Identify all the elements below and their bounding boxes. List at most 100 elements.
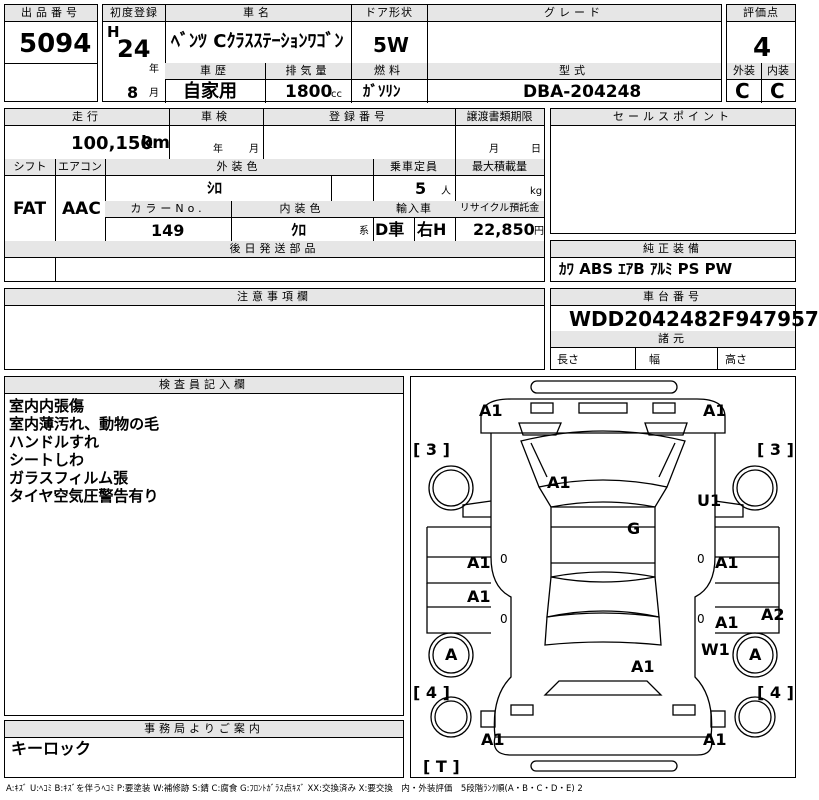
spec-height-label: 高さ xyxy=(725,353,747,366)
inspector-note: 室内内張傷 xyxy=(9,397,85,415)
damage-front-right-door: A1 xyxy=(715,553,739,572)
first-reg-year-unit: 年 xyxy=(149,64,159,75)
first-reg-era: H xyxy=(107,23,120,41)
import-label: 輸入車 xyxy=(373,201,455,218)
equipment-label: 純正装備 xyxy=(551,241,795,258)
caution-label: 注意事項欄 xyxy=(5,289,544,306)
mark-front-left-door: 0 xyxy=(500,552,508,566)
aircon-value: AAC xyxy=(62,199,101,219)
score-label: 評価点 xyxy=(727,5,795,22)
spec-length-label: 長さ xyxy=(557,353,579,366)
damage-front-right-corner: A1 xyxy=(703,401,727,420)
specs-label: 諸元 xyxy=(551,331,795,348)
displacement-value: 1800 xyxy=(285,82,333,102)
damage-rear-right-wheel: W1 xyxy=(701,640,730,659)
ext-grade-label: 外装 xyxy=(727,63,761,80)
mileage-value: 100,150 xyxy=(71,133,153,154)
info-grid: 初度登録 車名 ドア形状 グレード H 24 年 ﾍﾞﾝﾂ Cｸﾗｽｽﾃｰｼｮﾝ… xyxy=(102,4,722,103)
damage-rear-left-corner: A1 xyxy=(481,730,505,749)
inspector-note: シートしわ xyxy=(9,451,85,469)
fuel-label: 燃料 xyxy=(351,63,427,80)
damage-rear-right-door: A1 xyxy=(715,613,739,632)
ext-color-label: 外装色 xyxy=(105,159,373,176)
capacity-unit: 人 xyxy=(441,186,451,197)
capacity-label: 乗車定員 xyxy=(373,159,455,176)
displacement-label: 排気量 xyxy=(265,63,351,80)
lot-number: 5094 xyxy=(19,29,92,59)
damage-hood: A1 xyxy=(547,473,571,492)
damage-front-left-corner: A1 xyxy=(479,401,503,420)
inspector-box: 検査員記入欄 室内内張傷 室内薄汚れ、動物の毛 ハンドルすれ シートしわ ガラス… xyxy=(4,376,404,716)
history-value: 自家用 xyxy=(183,81,237,102)
inspection-month-unit: 月 xyxy=(249,144,259,155)
chassis-label: 車台番号 xyxy=(551,289,795,306)
tire-front-right-grade: A xyxy=(749,645,762,664)
damage-roof: G xyxy=(627,519,641,538)
inspector-label: 検査員記入欄 xyxy=(5,377,403,394)
legend: A:ｷｽﾞ U:ﾍｺﾐ B:ｷｽﾞを伴うﾍｺﾐ P:要塗装 W:補修跡 S:錆 … xyxy=(6,784,583,794)
equipment-value: ｶﾜ ABS ｴｱB ｱﾙﾐ PS PW xyxy=(559,260,733,278)
tire-front-left-tread: [ 3 ] xyxy=(413,440,450,459)
color-no-value: 149 xyxy=(151,221,185,240)
score-box: 評価点 4 外装 内装 C C xyxy=(726,4,796,103)
damage-right-quarter: A2 xyxy=(761,605,785,624)
first-reg-year: 24 xyxy=(117,35,151,63)
equipment-box: 純正装備 ｶﾜ ABS ｴｱB ｱﾙﾐ PS PW xyxy=(550,240,796,282)
model-value: DBA-204248 xyxy=(523,82,642,102)
later-parts-label: 後日発送部品 xyxy=(5,241,544,258)
office-label: 事務局よりご案内 xyxy=(5,721,403,738)
tire-rear-left-tread: [ 4 ] xyxy=(413,683,450,702)
ext-grade-value: C xyxy=(735,79,750,103)
inspector-note: タイヤ空気圧警告有り xyxy=(9,487,159,505)
tire-front-right-tread: [ 3 ] xyxy=(757,440,794,459)
grade-label: グレード xyxy=(427,5,721,22)
damage-right-fender: U1 xyxy=(697,491,722,510)
int-color-label: 内装色 xyxy=(231,201,373,218)
int-grade-value: C xyxy=(770,79,785,103)
recycle-unit: 円 xyxy=(534,226,544,237)
color-no-label: カラーNo. xyxy=(105,201,231,218)
int-color-unit: 系 xyxy=(359,226,369,237)
model-label: 型式 xyxy=(427,63,721,80)
inspector-note: ハンドルすれ xyxy=(9,433,100,451)
recycle-label: リサイクル預託金 xyxy=(455,201,544,218)
capacity-value: 5 xyxy=(415,179,427,198)
inspection-year-unit: 年 xyxy=(213,144,223,155)
chassis-box: 車台番号 WDD2042482F947957 諸元 長さ 幅 高さ xyxy=(550,288,819,370)
ext-color-value: ｼﾛ xyxy=(207,179,223,197)
door-label: ドア形状 xyxy=(351,5,427,22)
shift-label: シフト xyxy=(5,159,55,176)
first-reg-month: 8 xyxy=(127,83,139,102)
sales-points-box: セールスポイント xyxy=(550,108,796,234)
door-value: 5W xyxy=(373,33,409,57)
damage-rear-right-corner: A1 xyxy=(703,730,727,749)
inspector-note: 室内薄汚れ、動物の毛 xyxy=(9,415,160,433)
car-outline-diagram xyxy=(426,380,780,772)
fuel-value: ｶﾞｿﾘﾝ xyxy=(363,82,401,100)
damage-diagram: A1 A1 [ 3 ] [ 3 ] A1 U1 G A1 0 0 A1 A1 0… xyxy=(410,376,796,778)
displacement-unit: cc xyxy=(331,89,342,100)
recycle-value: 22,850 xyxy=(473,220,535,239)
tire-rear-right-tread: [ 4 ] xyxy=(757,683,794,702)
import-value-2: 右H xyxy=(417,220,447,239)
inspector-note: ガラスフィルム張 xyxy=(9,469,129,487)
max-load-unit: kg xyxy=(530,186,543,197)
spare-tire: [ T ] xyxy=(423,757,460,776)
damage-front-left-door: A1 xyxy=(467,553,491,572)
mileage-label: 走行 xyxy=(5,109,169,126)
int-color-value: ｸﾛ xyxy=(291,221,307,239)
chassis-number: WDD2042482F947957 xyxy=(569,307,819,331)
lot-label: 出品番号 xyxy=(5,5,97,22)
transfer-month-unit: 月 xyxy=(489,144,499,155)
inspector-notes: 室内内張傷 室内薄汚れ、動物の毛 ハンドルすれ シートしわ ガラスフィルム張 タ… xyxy=(9,397,159,505)
mark-rear-left-door: 0 xyxy=(500,612,508,626)
first-reg-label: 初度登録 xyxy=(103,5,165,22)
inspection-label: 車検 xyxy=(169,109,263,126)
first-reg-month-unit: 月 xyxy=(149,88,159,99)
import-value-1: D車 xyxy=(375,220,405,239)
caution-box: 注意事項欄 xyxy=(4,288,545,370)
car-name: ﾍﾞﾝﾂ Cｸﾗｽｽﾃｰｼｮﾝﾜｺﾞﾝ xyxy=(171,31,344,52)
score-value: 4 xyxy=(753,33,772,63)
sales-points-label: セールスポイント xyxy=(551,109,795,126)
registration-label: 登録番号 xyxy=(263,109,455,126)
